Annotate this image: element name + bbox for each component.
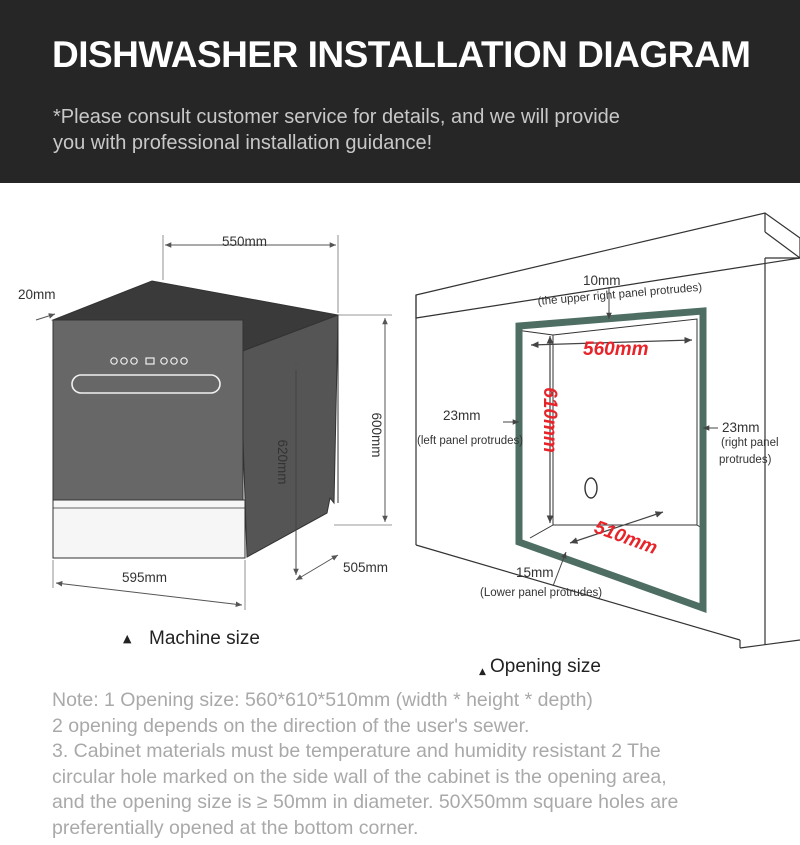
machine-bottom-width-label: 595mm <box>122 570 167 585</box>
right-protrude-value: 23mm <box>722 420 760 435</box>
opening-height-label: 610mm <box>539 387 560 453</box>
machine-width-label: 550mm <box>222 234 267 249</box>
machine-depth-label: 505mm <box>343 560 388 575</box>
page-subtitle: *Please consult customer service for det… <box>53 104 673 156</box>
note-line-5: and the opening size is ≥ 50mm in diamet… <box>52 791 679 813</box>
note-line-2: 2 opening depends on the direction of th… <box>52 714 530 737</box>
machine-side-face <box>239 314 339 558</box>
opening-caption: Opening size <box>490 656 601 677</box>
page-title: DISHWASHER INSTALLATION DIAGRAM <box>52 34 751 75</box>
note-line-4: circular hole marked on the side wall of… <box>52 765 667 788</box>
left-protrude-note: (left panel protrudes) <box>417 435 523 447</box>
installation-diagram: 550mm 20mm 600mm 620mm 595mm 505mm ▲ Mac… <box>18 212 800 677</box>
note-line-3: 3. Cabinet materials must be temperature… <box>52 740 661 762</box>
machine-kick-panel <box>52 499 246 559</box>
note-line-6: preferentially opened at the bottom corn… <box>52 816 419 839</box>
drain-hole <box>584 477 598 499</box>
machine-depth-top-label: 20mm <box>18 287 56 302</box>
right-protrude-note-1: (right panel <box>721 437 779 449</box>
top-protrude-value: 10mm <box>583 273 621 288</box>
machine-caption-marker: ▲ <box>123 632 132 645</box>
left-protrude-value: 23mm <box>443 408 481 423</box>
machine-front-panel <box>52 319 244 501</box>
opening-width-label: 560mm <box>583 339 649 360</box>
installation-notes: Note: 1 Opening size: 560*610*510mm (wid… <box>52 688 772 841</box>
bottom-protrude-note: (Lower panel protrudes) <box>480 587 602 599</box>
subtitle-line-1: *Please consult customer service for det… <box>53 106 620 128</box>
opening-frame <box>515 307 707 613</box>
machine-door-height-label: 620mm <box>275 439 290 484</box>
header-banner: DISHWASHER INSTALLATION DIAGRAM *Please … <box>0 0 800 183</box>
subtitle-line-2: you with professional installation guida… <box>53 132 433 154</box>
machine-caption: Machine size <box>149 628 260 649</box>
bottom-protrude-value: 15mm <box>516 565 554 580</box>
opening-drawing: 560mm 610mm 510mm 10mm (the upper right … <box>415 212 800 677</box>
cabinet-top <box>415 212 800 319</box>
machine-drawing: 550mm 20mm 600mm 620mm 595mm 505mm ▲ Mac… <box>18 234 392 649</box>
note-line-1: Note: 1 Opening size: 560*610*510mm (wid… <box>52 689 593 711</box>
machine-height-label: 600mm <box>369 412 384 457</box>
machine-handle <box>71 374 221 394</box>
control-buttons <box>110 357 188 365</box>
right-protrude-note-2: protrudes) <box>719 454 772 466</box>
opening-caption-marker: ▲ <box>479 667 486 677</box>
